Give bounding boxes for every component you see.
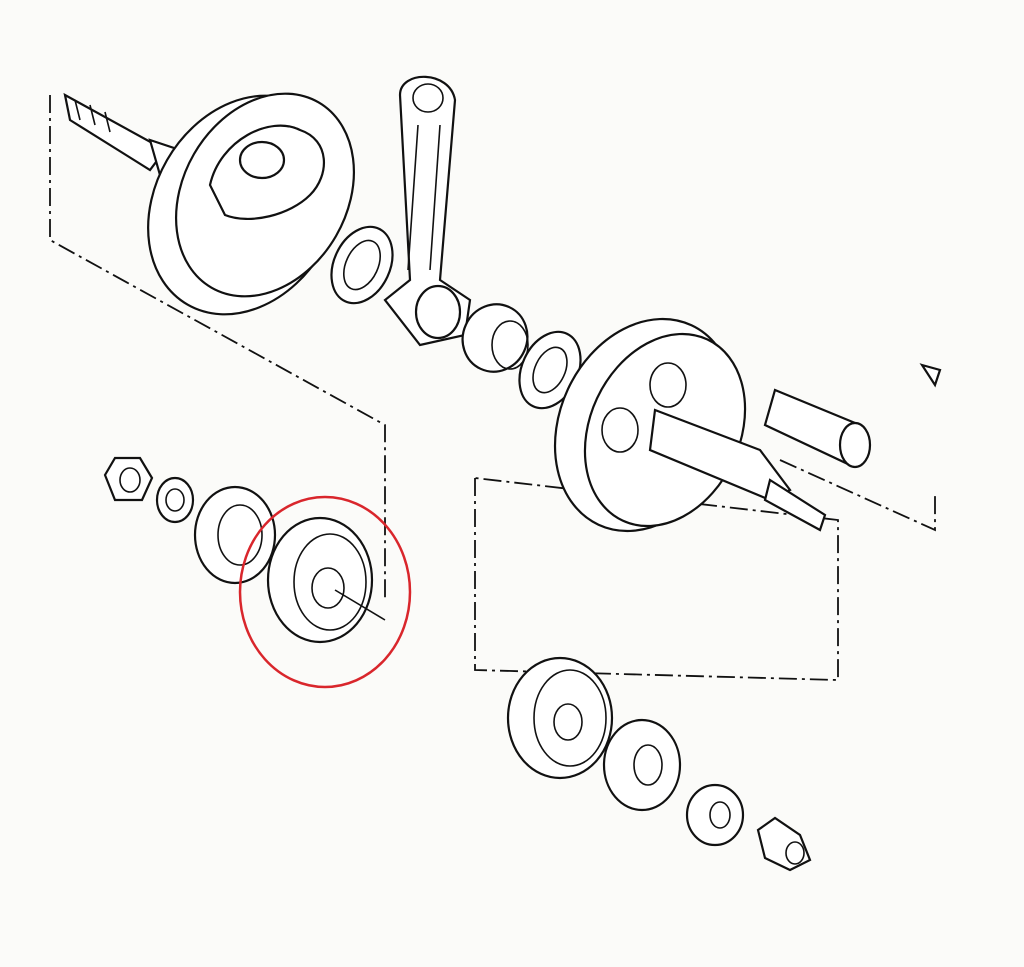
highlight-circle — [238, 495, 412, 689]
reference-lines — [49, 95, 936, 681]
oil-seal-right — [602, 718, 682, 812]
small-needle-bearing — [330, 225, 394, 305]
nut — [103, 456, 154, 502]
sprocket — [685, 783, 745, 847]
connecting-rod — [383, 75, 472, 347]
main-bearing-right — [506, 656, 614, 780]
needle-cage — [461, 303, 529, 373]
main-bearing-left — [266, 516, 386, 644]
collar-nut — [756, 816, 812, 872]
oil-seal-left — [193, 485, 277, 585]
right-crank-half — [553, 317, 942, 533]
thrust-washer — [518, 330, 582, 410]
left-crank-half — [63, 92, 356, 316]
washer-left — [155, 476, 195, 524]
